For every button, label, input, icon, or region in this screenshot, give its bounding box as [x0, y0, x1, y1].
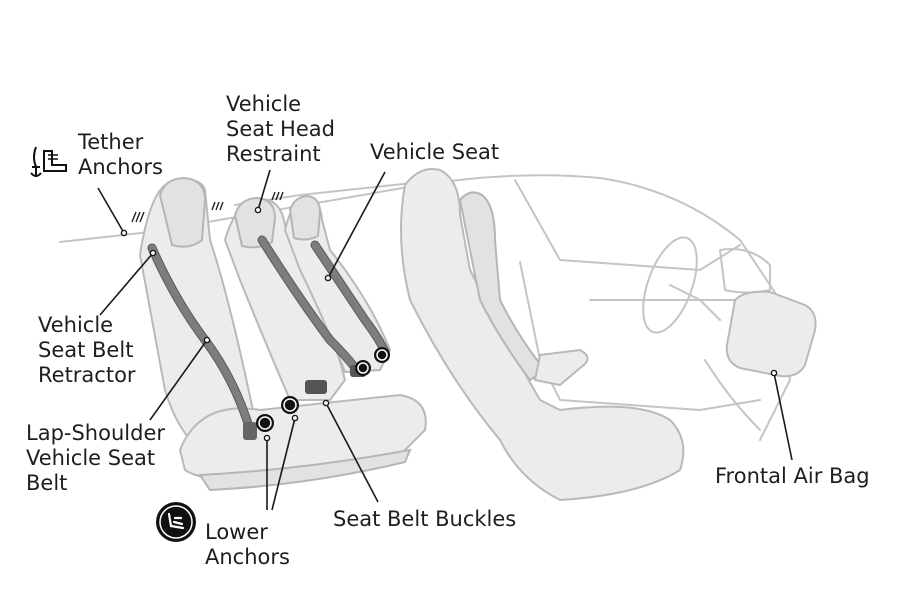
- label-frontal-air-bag: Frontal Air Bag: [715, 464, 870, 488]
- tether-anchor-marks: [131, 191, 284, 223]
- label-vehicle-seat-head-restraint: Vehicle Seat Head Restraint: [226, 92, 335, 166]
- tether-anchor-icon: [30, 146, 67, 177]
- frontal-air-bag: [725, 290, 817, 378]
- car-body-outline: [59, 174, 791, 441]
- label-tether-anchors: Tether Anchors: [78, 130, 163, 179]
- label-vehicle-seat: Vehicle Seat: [370, 140, 500, 164]
- lower-anchor-icon: [156, 502, 196, 542]
- leader-dots: [120, 206, 778, 442]
- leader-lines: [97, 169, 793, 511]
- label-lap-shoulder-vehicle-seat-belt: Lap-Shoulder Vehicle Seat Belt: [26, 421, 165, 495]
- label-seat-belt-buckles: Seat Belt Buckles: [333, 507, 517, 531]
- lower-anchor-badges: [256, 347, 390, 432]
- front-seat: [400, 168, 685, 501]
- label-vehicle-seat-belt-retractor: Vehicle Seat Belt Retractor: [38, 313, 136, 387]
- rear-seat-backs: [139, 176, 391, 456]
- steering-wheel: [642, 236, 771, 334]
- label-lower-anchors: Lower Anchors: [205, 520, 290, 569]
